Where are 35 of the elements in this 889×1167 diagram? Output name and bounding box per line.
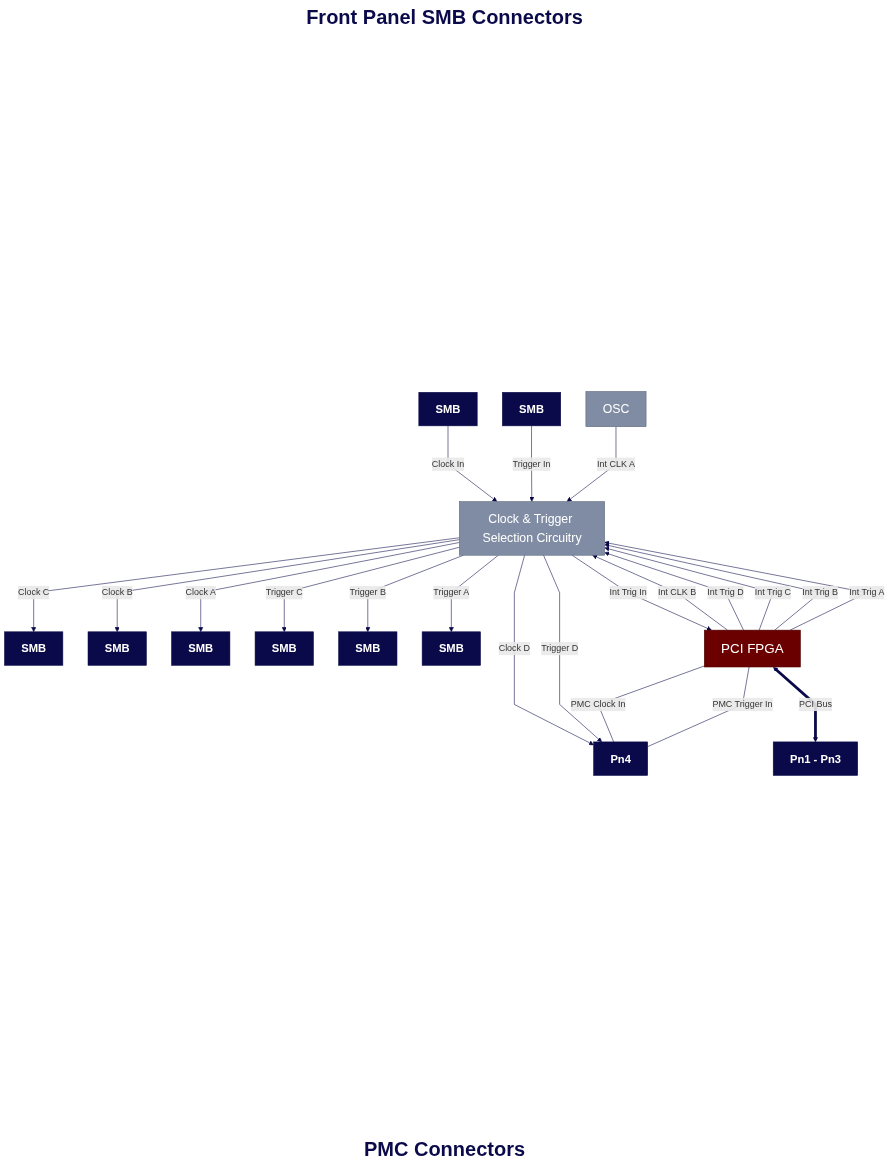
edge-label: Int Trig B [802,587,839,598]
node-box: SMB [421,631,481,666]
node-box: Pn1 - Pn3 [772,741,858,776]
node-box: SMB [502,392,561,427]
edge-label: Clock A [185,587,216,598]
edge-label: PMC Clock In [570,699,626,709]
edge-label: Trigger In [512,459,551,469]
edge-label: Clock In [431,459,465,469]
edge-label: Int CLK B [657,587,697,598]
edge-label: PMC Trigger In [712,699,773,709]
node-box: SMB [338,631,398,666]
edge-label: Int Trig C [754,587,792,598]
node-box: PCI FPGA [704,629,801,668]
edge-label: Trigger D [541,643,579,654]
group-heading: Front Panel SMB Connectors [306,6,583,29]
edge-label: Trigger A [433,587,470,598]
node-box: SMB [87,631,147,666]
edge-label: Trigger B [349,587,387,598]
edge-label: Clock C [18,587,50,598]
edge-label: Int Trig In [609,587,647,598]
node-box: Pn4 [593,741,648,776]
node-box: SMB [4,631,64,666]
node-box: SMB [254,631,314,666]
edge-label: PCI Bus [799,699,832,709]
node-box: SMB [171,631,231,666]
edge-label: Int CLK A [597,459,635,469]
edge-label: Int Trig A [849,587,885,598]
edge-label: Trigger C [265,587,303,598]
node-box: SMB [418,392,478,427]
edge-label: Clock D [498,643,530,654]
edge-label: Clock B [101,587,133,598]
edge-label: Int Trig D [707,587,744,598]
node-box: OSC [585,391,647,427]
node-box: Clock & Trigger Selection Circuitry [459,501,605,556]
footer-heading: PMC Connectors [363,1138,526,1161]
